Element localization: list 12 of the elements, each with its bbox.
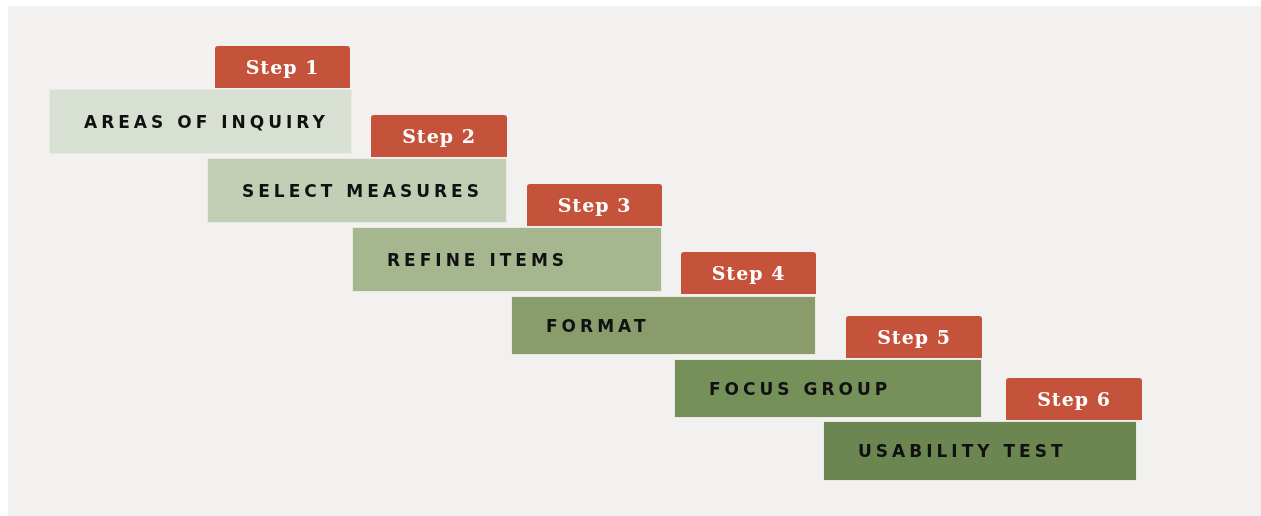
stage-box: FORMAT [511, 296, 816, 355]
step-tab: Step 3 [527, 184, 662, 226]
stage-box: AREAS OF INQUIRY [49, 89, 352, 154]
step-tab: Step 6 [1006, 378, 1142, 420]
stage-box: REFINE ITEMS [352, 227, 662, 292]
step-tab: Step 1 [215, 46, 350, 88]
step-tab: Step 4 [681, 252, 816, 294]
step-tab: Step 5 [846, 316, 982, 358]
stage-box: FOCUS GROUP [674, 359, 982, 418]
stage-box: SELECT MEASURES [207, 158, 507, 223]
step-tab: Step 2 [371, 115, 507, 157]
stage-box: USABILITY TEST [823, 421, 1137, 481]
